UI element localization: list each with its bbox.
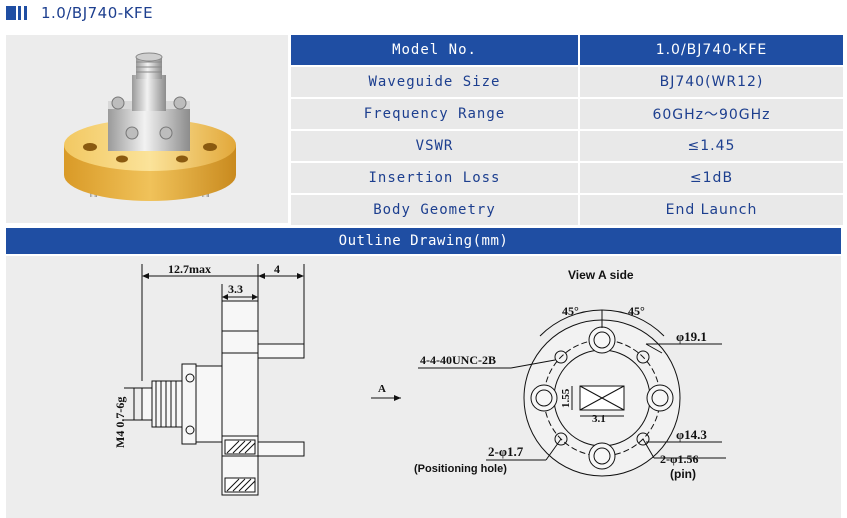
outline-title-bar: Outline Drawing(mm) [6, 228, 841, 254]
section-header: 1.0/BJ740-KFE [6, 0, 153, 26]
spec-value: ≤1.45 [578, 130, 843, 163]
dim-flange: 3.3 [228, 282, 243, 296]
spec-table: Model No. 1.0/BJ740-KFE Waveguide Size B… [291, 35, 843, 227]
spec-header-value: 1.0/BJ740-KFE [578, 35, 843, 67]
spec-row: Waveguide Size BJ740(WR12) [291, 66, 843, 99]
pin-spec: 2-φ1.56 [660, 452, 698, 466]
thread-spec: M4 0.7-6g [113, 397, 127, 448]
header-marker-icon [18, 6, 21, 20]
spec-value: 60GHz～90GHz [578, 98, 843, 131]
page-title: 1.0/BJ740-KFE [41, 4, 154, 22]
spec-row: Insertion Loss ≤1dB [291, 162, 843, 195]
spec-key: Body Geometry [291, 194, 579, 227]
view-arrow-label: A [378, 383, 386, 395]
spec-row: VSWR ≤1.45 [291, 130, 843, 163]
spec-row: Body Geometry End Launch [291, 194, 843, 227]
positioning-hole: 2-φ1.7 [488, 444, 524, 459]
spec-header-key: Model No. [291, 35, 579, 67]
bolt-circle: φ14.3 [676, 427, 707, 442]
spec-key: Frequency Range [291, 98, 579, 131]
product-photo [6, 35, 288, 223]
spec-key: Waveguide Size [291, 66, 579, 99]
header-marker-icon [24, 6, 27, 20]
spec-key: VSWR [291, 130, 579, 163]
spec-value: End Launch [578, 194, 843, 227]
outline-drawing: 12.7max 4 3.3 M4 0.7-6g A View A side [6, 256, 841, 518]
screw-holes: 4-4-40UNC-2B [420, 353, 496, 367]
spec-value: ≤1dB [578, 162, 843, 195]
view-label: View A side [568, 268, 634, 282]
outer-diameter: φ19.1 [676, 329, 707, 344]
spec-key: Insertion Loss [291, 162, 579, 195]
adapter-illustration [64, 52, 236, 201]
spec-value: BJ740(WR12) [578, 66, 843, 99]
waveguide-width: 3.1 [592, 413, 606, 425]
positioning-hole-note: (Positioning hole) [414, 463, 507, 475]
dim-pin: 4 [274, 262, 280, 276]
spec-header-row: Model No. 1.0/BJ740-KFE [291, 35, 843, 67]
pin-note: (pin) [670, 467, 696, 481]
angle-right: 45° [628, 304, 645, 318]
spec-row: Frequency Range 60GHz～90GHz [291, 98, 843, 131]
angle-left: 45° [562, 304, 579, 318]
outline-drawing-svg: 12.7max 4 3.3 M4 0.7-6g A View A side [113, 262, 726, 496]
waveguide-height: 1.55 [560, 388, 572, 408]
header-marker-icon [6, 6, 16, 20]
dim-length: 12.7max [168, 262, 211, 276]
